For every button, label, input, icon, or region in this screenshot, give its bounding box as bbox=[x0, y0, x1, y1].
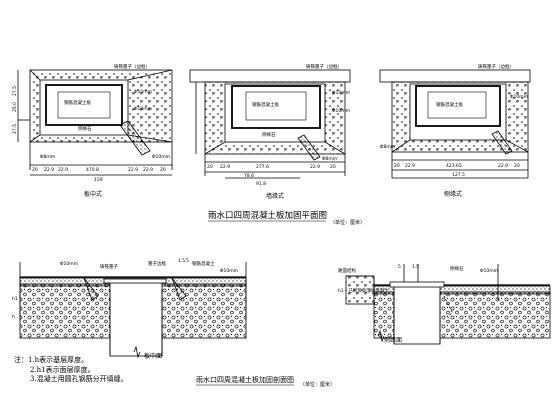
section-b-label-pave: 路面结构 bbox=[338, 267, 356, 274]
note-line: 3.混凝土用圆孔钢筋分开填缝。 bbox=[30, 375, 128, 383]
section-a-label-frame: 篦子边框 bbox=[148, 260, 166, 267]
dim: 159 bbox=[94, 177, 103, 183]
plan-a-label-rebar-b: Φ10mm bbox=[134, 106, 152, 112]
dim: 22.9 bbox=[143, 167, 153, 173]
plan-b-label-rebar-b: Φ10mm bbox=[332, 108, 350, 114]
plan-c-label-slab: 钢筋混凝土板 bbox=[436, 101, 463, 108]
dim: 423.65 bbox=[446, 163, 462, 169]
dim: 20 bbox=[207, 164, 213, 170]
dim: 22.9 bbox=[498, 163, 508, 169]
plan-a-label-rebar-a: Φ10mm bbox=[134, 89, 152, 95]
section-a-label-grate: 铸铁篦子 bbox=[100, 263, 118, 270]
notes-block: 注：1.h表示基层厚度。 2.h1表示面层厚度。 3.混凝土用圆孔钢筋分开填缝。 bbox=[14, 356, 128, 385]
plan-b-caption: 墙缘式 bbox=[266, 192, 284, 200]
section-b-dim3: 5 bbox=[398, 264, 401, 270]
section-a-labels: Φ10mm 铸铁篦子 篦子边框 钢筋混凝土 Φ10mm h1 h 1.5 5 bbox=[12, 258, 238, 320]
plan-view-c bbox=[379, 69, 531, 179]
dim: 20 bbox=[394, 163, 400, 169]
dim: 22.9 bbox=[220, 164, 230, 170]
dim: 20 bbox=[32, 167, 38, 173]
plan-a-label-rebar-d: Φ10mm bbox=[152, 154, 170, 160]
plan-c-dims: 20 22.9 423.65 22.9 20 127.5 bbox=[394, 163, 520, 178]
dim: 25.0 bbox=[12, 102, 18, 112]
plan-b-label-rebar-a: Φ10mm bbox=[332, 90, 350, 96]
section-b-dim4: 1.5 bbox=[412, 264, 419, 270]
plan-view-b bbox=[189, 69, 351, 179]
plan-view-a bbox=[17, 69, 173, 176]
section-a-label-slab: 钢筋混凝土 bbox=[192, 260, 215, 267]
plan-b-label-steel: 铸铁篦子（边框） bbox=[306, 63, 342, 70]
plan-a-side-dims: 27.5 25.0 27.5 bbox=[12, 86, 18, 134]
plan-b-label-rebar-c: Φ8mm bbox=[322, 156, 337, 162]
dim: 277.6 bbox=[256, 164, 269, 170]
section-a-dim2: 5 bbox=[186, 258, 189, 264]
section-a-label-rebar: Φ10mm bbox=[60, 261, 78, 267]
plan-title: 雨水口四周混凝土板加固平面图 bbox=[208, 210, 327, 221]
plan-c-label-rebar-c: Φ8mm bbox=[380, 144, 395, 150]
plan-unit: （单位：厘米） bbox=[330, 219, 365, 226]
section-b-label-rebar: Φ10mm bbox=[480, 268, 498, 274]
plan-a-label-rebar-c: Φ8mm bbox=[40, 154, 55, 160]
plan-a-caption: 板中式 bbox=[84, 190, 102, 198]
dim: 470.8 bbox=[86, 167, 99, 173]
dim: 27.5 bbox=[12, 86, 18, 96]
dim: 22.9 bbox=[310, 164, 320, 170]
section-b-caption: 侧缘面 bbox=[384, 336, 402, 344]
note-line: 2.h1表示面层厚度。 bbox=[30, 365, 95, 374]
plan-a-label-curb: 侧缘石 bbox=[78, 125, 92, 132]
section-a-label-h1: h1 bbox=[12, 296, 18, 302]
section-b-label-hh: h1 - 已砌筑高度填混凝土 bbox=[338, 287, 389, 294]
section-a-dim1: 1.5 bbox=[178, 258, 185, 264]
dim: 78.6 bbox=[244, 173, 254, 179]
dim: 20 bbox=[514, 163, 520, 169]
section-title: 雨水口四周混凝土板加固剖面图 bbox=[196, 375, 294, 384]
dim: 22.9 bbox=[128, 167, 138, 173]
dim: 91.8 bbox=[256, 181, 266, 187]
dim: 20 bbox=[330, 164, 336, 170]
section-a-label-h: h bbox=[12, 314, 15, 320]
plan-c-caption: 侧缘式 bbox=[444, 190, 462, 198]
plan-b-label-slab: 钢筋混凝土板 bbox=[252, 101, 279, 108]
dim: 22.9 bbox=[58, 167, 68, 173]
dim: 20 bbox=[160, 167, 166, 173]
plan-a-label-steel: 铸铁篦子（边框） bbox=[114, 63, 150, 70]
section-a-label-rebar2: Φ10mm bbox=[220, 268, 238, 274]
plan-b-label-curb: 侧缘石 bbox=[262, 131, 276, 138]
section-b-label-curb: 侧缘石 bbox=[450, 265, 464, 272]
section-unit: （单位：厘米） bbox=[300, 381, 335, 388]
section-b-labels: 路面结构 5 1.5 侧缘石 Φ10mm h1 - 已砌筑高度填混凝土 bbox=[338, 264, 498, 294]
dim: 27.5 bbox=[12, 124, 18, 134]
dim: 127.5 bbox=[452, 172, 465, 178]
note-line: 注：1.h表示基层厚度。 bbox=[14, 356, 89, 364]
section-view-a bbox=[19, 262, 247, 359]
dim: 22.9 bbox=[405, 163, 415, 169]
section-view-b bbox=[345, 264, 551, 345]
plan-c-label-steel: 铸铁篦子（边框） bbox=[478, 63, 514, 70]
plan-b-dims: 20 22.9 277.6 22.9 20 78.6 91.8 bbox=[207, 164, 336, 187]
plan-c-label-rebar-a: Φ10mm bbox=[510, 94, 528, 100]
section-a-caption: 板中面 bbox=[144, 352, 162, 360]
plan-a-label-slab: 钢筋混凝土板 bbox=[64, 99, 91, 106]
plan-a-dims: 20 22.9 22.9 470.8 22.9 22.9 20 159 bbox=[32, 167, 166, 183]
dim: 22.9 bbox=[44, 167, 54, 173]
